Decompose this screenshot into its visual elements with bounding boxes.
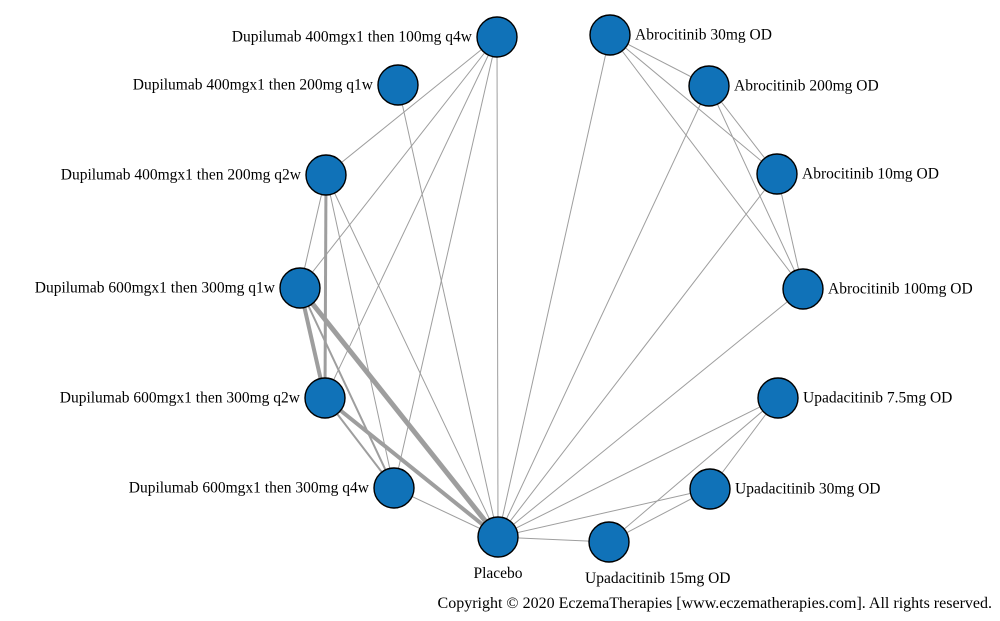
graph-edge	[609, 34, 804, 290]
node-label-upa7_5: Upadacitinib 7.5mg OD	[803, 389, 953, 407]
graph-edge	[708, 85, 804, 290]
node-label-dup600_300q4w: Dupilumab 600mgx1 then 300mg q4w	[128, 479, 369, 497]
edge-layer	[298, 34, 804, 543]
graph-node-dup400_200q2w[interactable]	[305, 154, 347, 196]
node-label-upa30: Upadacitinib 30mg OD	[735, 480, 881, 498]
graph-node-dup400_200q1w[interactable]	[377, 64, 419, 106]
graph-edge	[609, 34, 778, 175]
node-label-abro30: Abrocitinib 30mg OD	[635, 26, 772, 44]
graph-node-dup600_300q2w[interactable]	[304, 377, 346, 419]
graph-node-abro100[interactable]	[782, 268, 824, 310]
graph-edge	[496, 36, 499, 538]
graph-node-upa30[interactable]	[689, 468, 731, 510]
node-label-dup400_200q2w: Dupilumab 400mgx1 then 200mg q2w	[60, 166, 301, 184]
node-label-dup400_200q1w: Dupilumab 400mgx1 then 200mg q1w	[132, 76, 373, 94]
node-label-abro100: Abrocitinib 100mg OD	[828, 280, 973, 298]
graph-node-dup600_300q4w[interactable]	[373, 467, 415, 509]
graph-edge	[299, 36, 498, 289]
graph-edge	[497, 85, 710, 538]
graph-edge	[324, 36, 498, 399]
graph-node-upa15[interactable]	[588, 521, 630, 563]
graph-node-dup400_100q4w[interactable]	[476, 16, 518, 58]
node-label-abro10: Abrocitinib 10mg OD	[802, 165, 939, 183]
node-layer	[279, 14, 824, 563]
graph-edge	[497, 34, 611, 538]
node-label-placebo: Placebo	[473, 565, 523, 582]
node-label-dup400_100q4w: Dupilumab 400mgx1 then 100mg q4w	[231, 28, 472, 46]
node-label-dup600_300q1w: Dupilumab 600mgx1 then 300mg q1w	[34, 279, 275, 297]
graph-node-abro30[interactable]	[589, 14, 631, 56]
graph-node-dup600_300q1w[interactable]	[279, 267, 321, 309]
graph-edge	[497, 488, 711, 538]
graph-edge	[325, 174, 395, 489]
graph-edge	[497, 397, 779, 538]
node-label-dup600_300q2w: Dupilumab 600mgx1 then 300mg q2w	[59, 389, 300, 407]
copyright-notice: Copyright © 2020 EczemaTherapies [www.ec…	[437, 595, 992, 612]
graph-edge	[497, 288, 804, 538]
graph-edge	[323, 174, 328, 399]
graph-edge	[325, 174, 499, 538]
graph-edge	[325, 36, 498, 176]
graph-node-abro200[interactable]	[688, 65, 730, 107]
graph-edge	[323, 396, 500, 539]
graph-node-abro10[interactable]	[756, 153, 798, 195]
graph-edge	[397, 84, 499, 538]
graph-edge	[299, 287, 395, 489]
graph-edge	[298, 286, 500, 539]
graph-node-upa7_5[interactable]	[757, 377, 799, 419]
node-label-abro200: Abrocitinib 200mg OD	[734, 77, 879, 95]
graph-edge	[608, 397, 779, 543]
graph-edge	[393, 36, 498, 489]
graph-node-placebo[interactable]	[477, 516, 519, 558]
graph-edge	[497, 173, 778, 538]
node-label-upa15: Upadacitinib 15mg OD	[585, 570, 731, 587]
